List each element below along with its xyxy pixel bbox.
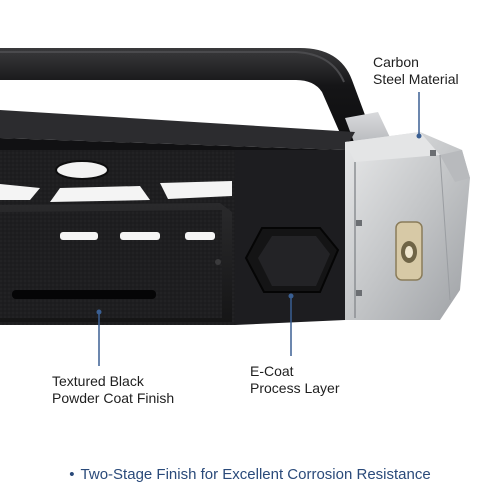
callout-line-powder-coat [96, 309, 102, 366]
callout-ecoat-line2: Process Layer [250, 380, 340, 396]
callout-ecoat: E-Coat Process Layer [250, 363, 339, 397]
callout-line-ecoat [288, 293, 294, 356]
skid-plate [0, 203, 232, 322]
callout-line-material [416, 92, 422, 139]
bull-bar-tube [0, 48, 378, 156]
callout-powder-coat: Textured Black Powder Coat Finish [52, 373, 174, 407]
oval-cutout [55, 160, 109, 180]
callout-material-line2: Steel Material [373, 71, 459, 87]
shackle-mount [395, 221, 423, 281]
callout-material-line1: Carbon [373, 54, 419, 70]
callout-powder-coat-line2: Powder Coat Finish [52, 390, 175, 406]
footer-caption: • Two-Stage Finish for Excellent Corrosio… [0, 466, 500, 483]
hexagon-cutout [244, 227, 340, 293]
upper-slots [0, 181, 232, 202]
footer-text: Two-Stage Finish for Excellent Corrosion… [80, 466, 431, 483]
callout-material: Carbon Steel Material [373, 54, 459, 88]
callout-powder-coat-line1: Textured Black [52, 373, 144, 389]
callout-ecoat-line1: E-Coat [250, 363, 294, 379]
footer-bullet: • [69, 466, 75, 483]
